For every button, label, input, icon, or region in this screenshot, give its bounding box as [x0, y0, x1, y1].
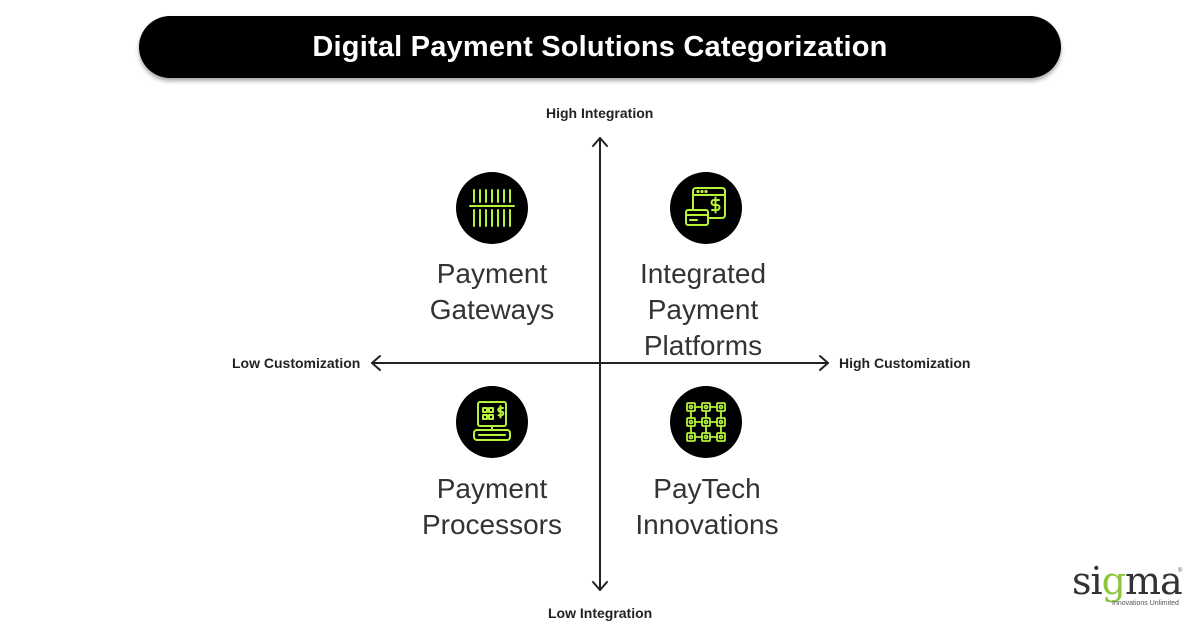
- quadrant-paytech-innovations: PayTech Innovations: [587, 471, 827, 543]
- blockchain-grid-icon: [670, 386, 742, 458]
- logo-tagline: Innovations Unlimited: [1112, 600, 1179, 607]
- quadrant-label-line: Processors: [421, 509, 563, 540]
- quadrant-payment-gateways: Payment Gateways: [372, 256, 612, 328]
- quadrant-label-line: Payment: [647, 294, 759, 325]
- logo-wordmark: sigma: [1072, 559, 1183, 603]
- page-title: Digital Payment Solutions Categorization: [312, 30, 888, 63]
- quadrant-label-line: Integrated: [639, 258, 767, 289]
- card-terminal-icon: [456, 386, 528, 458]
- quadrant-label-line: Payment: [436, 473, 548, 504]
- quadrant-label-line: Payment: [436, 258, 548, 289]
- quadrant-label-line: Platforms: [643, 330, 763, 361]
- axis-label-bottom: Low Integration: [548, 605, 653, 621]
- arrow-down: [592, 581, 608, 591]
- payment-window-icon: [670, 172, 742, 244]
- title-banner: Digital Payment Solutions Categorization: [139, 16, 1061, 78]
- quadrant-label-line: PayTech: [653, 473, 761, 504]
- axis-label-top: High Integration: [546, 105, 654, 121]
- arrow-left: [371, 355, 381, 371]
- quadrant-label-line: Gateways: [429, 294, 555, 325]
- quadrant-integrated-payment-platforms: Integrated Payment Platforms: [583, 256, 823, 364]
- axis-label-left: Low Customization: [232, 355, 361, 371]
- axis-label-right: High Customization: [839, 355, 971, 371]
- quadrant-payment-processors: Payment Processors: [372, 471, 612, 543]
- registered-mark: ®: [1178, 568, 1183, 574]
- sigma-logo: sigma ® Innovations Unlimited: [1070, 562, 1185, 614]
- barcode-icon: [456, 172, 528, 244]
- quadrant-label-line: Innovations: [635, 509, 779, 540]
- arrow-right: [819, 355, 829, 371]
- arrow-up: [592, 137, 608, 147]
